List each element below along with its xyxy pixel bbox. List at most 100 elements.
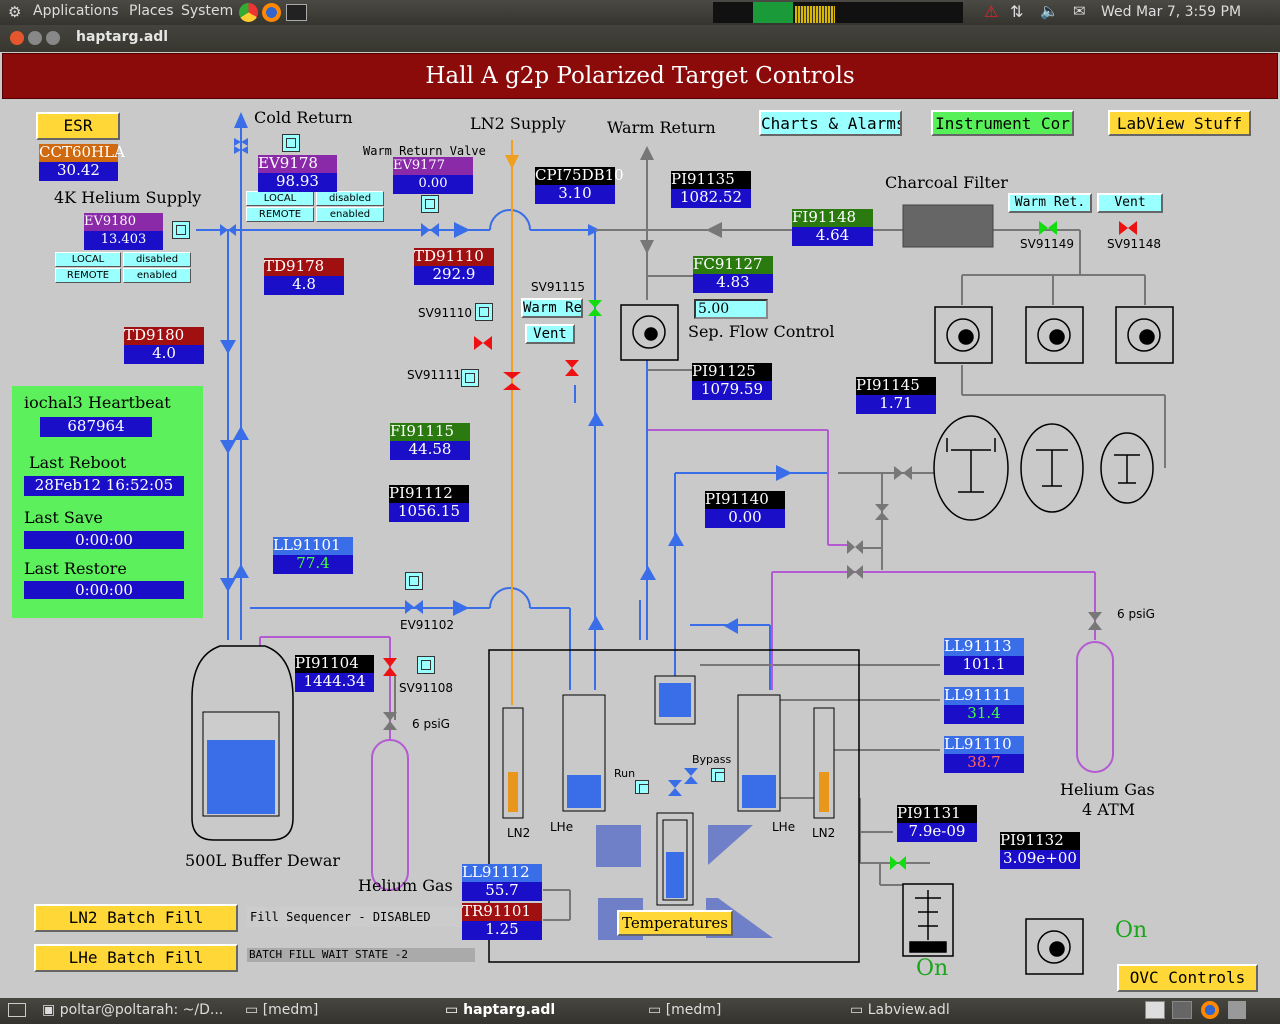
pv-value: 4.0 — [124, 345, 204, 364]
workspace-1-icon[interactable] — [1145, 1001, 1165, 1019]
pv-label: EV9177 — [393, 157, 473, 175]
piping-diagram — [191, 112, 1174, 975]
minimize-icon[interactable] — [28, 31, 42, 45]
vent-button-2[interactable]: Vent — [525, 324, 575, 344]
pv-label: TD9178 — [264, 258, 344, 276]
alert-icon[interactable]: ⚠ — [984, 2, 999, 21]
taskbar-item-medm-2[interactable]: ▭ [medm] — [648, 1002, 722, 1018]
last-reboot-value: 28Feb12 16:52:05 — [24, 476, 184, 496]
related-display-icon[interactable] — [417, 656, 435, 674]
enabled-button-1[interactable]: enabled — [316, 207, 384, 222]
remote-button-2[interactable]: REMOTE — [55, 268, 121, 283]
clock[interactable]: Wed Mar 7, 3:59 PM — [1101, 4, 1242, 20]
esr-button[interactable]: ESR — [36, 112, 120, 140]
taskbar-item-haptarg[interactable]: ▭ haptarg.adl — [445, 1002, 556, 1018]
warm-ret-button[interactable]: Warm Ret. — [1008, 193, 1092, 213]
charts-alarms-button[interactable]: Charts & Alarms — [759, 110, 902, 136]
related-display-icon[interactable] — [475, 303, 493, 321]
pv-value: 4.83 — [693, 274, 773, 293]
taskbar-label: poltar@poltarah: ~/D... — [59, 1002, 224, 1018]
bypass-valve-icon[interactable] — [711, 768, 725, 782]
pv-label: LL91101 — [273, 537, 353, 555]
show-desktop-icon[interactable] — [8, 1003, 26, 1017]
network-icon[interactable]: ⇅ — [1010, 2, 1024, 21]
helium-gas-label: Helium Gas — [358, 876, 453, 895]
sv91115-label: SV91115 — [531, 280, 585, 294]
pv-value: 1056.15 — [389, 503, 469, 522]
volume-icon[interactable]: 🔈 — [1040, 2, 1059, 20]
mail-icon[interactable]: ✉ — [1073, 2, 1086, 20]
ln2-batch-fill-button[interactable]: LN2 Batch Fill — [34, 904, 238, 932]
instrument-control-button[interactable]: Instrument Cor — [931, 110, 1074, 136]
disabled-button-1[interactable]: disabled — [316, 191, 384, 206]
local-button-2[interactable]: LOCAL — [55, 252, 121, 267]
taskbar-label: Labview.adl — [867, 1002, 950, 1018]
pv-label: PI91131 — [897, 805, 977, 823]
taskbar-label: [medm] — [262, 1002, 319, 1018]
pv-value: 1.71 — [856, 395, 936, 414]
taskbar: ▣ poltar@poltarah: ~/D... ▭ [medm] ▭ hap… — [0, 998, 1280, 1024]
menu-system[interactable]: System — [181, 3, 234, 19]
heartbeat-panel: iochal3 Heartbeat 687964 Last Reboot 28F… — [12, 386, 203, 618]
vent-button[interactable]: Vent — [1097, 193, 1163, 213]
pv-value: 1444.34 — [295, 673, 374, 692]
pv-label: TR91101 — [462, 903, 542, 921]
pv-label: EV9178 — [258, 155, 337, 173]
pv-value: 1.25 — [462, 921, 542, 940]
related-display-icon[interactable] — [282, 134, 300, 152]
pv-value: 7.9e-09 — [897, 823, 977, 842]
pv-label: FC91127 — [693, 256, 773, 274]
disabled-button-2[interactable]: disabled — [123, 252, 191, 267]
chrome-icon[interactable] — [239, 3, 258, 22]
menu-places[interactable]: Places — [129, 3, 174, 19]
lhe-batch-fill-button[interactable]: LHe Batch Fill — [34, 944, 238, 972]
temperatures-button[interactable]: Temperatures — [617, 910, 733, 936]
lhe-level-label: LHe — [550, 820, 574, 834]
labview-stuff-button[interactable]: LabView Stuff — [1108, 110, 1251, 136]
warm-return-button-2[interactable]: Warm Re — [521, 298, 583, 318]
header-banner: Hall A g2p Polarized Target Controls — [2, 53, 1278, 99]
ubuntu-logo-icon[interactable]: ⚙ — [8, 3, 22, 21]
sv91149-label: SV91149 — [1020, 237, 1074, 251]
remote-button-1[interactable]: REMOTE — [246, 207, 314, 222]
terminal-icon[interactable] — [286, 4, 307, 21]
helium-gas-4atm-label: Helium Gas — [1060, 780, 1155, 799]
taskbar-item-labview[interactable]: ▭ Labview.adl — [850, 1002, 950, 1018]
workspace-2-icon[interactable] — [1172, 1001, 1192, 1019]
sep-flow-setpoint-input[interactable] — [694, 299, 768, 319]
last-save-value: 0:00:00 — [24, 531, 184, 549]
pv-value: 3.09e+00 — [1000, 850, 1080, 869]
trash-icon[interactable] — [1228, 1001, 1246, 1019]
menu-applications[interactable]: Applications — [33, 3, 119, 19]
sv91148-label: SV91148 — [1107, 237, 1161, 251]
pv-label: FI91115 — [390, 423, 470, 441]
pv-value: 44.58 — [390, 441, 470, 460]
psig-label: 6 psiG — [412, 717, 450, 731]
pv-label: LL91111 — [944, 687, 1024, 705]
enabled-button-2[interactable]: enabled — [123, 268, 191, 283]
related-display-icon[interactable] — [405, 572, 423, 590]
pv-value: 30.42 — [39, 162, 118, 181]
firefox-icon[interactable] — [262, 3, 281, 22]
run-valve-icon[interactable] — [635, 780, 649, 794]
related-display-icon[interactable] — [461, 369, 479, 387]
maximize-icon[interactable] — [46, 31, 60, 45]
window-titlebar: haptarg.adl — [0, 25, 1280, 52]
related-display-icon[interactable] — [172, 221, 190, 239]
pv-value: 0.00 — [393, 175, 473, 194]
taskbar-item-terminal[interactable]: ▣ poltar@poltarah: ~/D... — [42, 1002, 224, 1018]
ovc-controls-button[interactable]: OVC Controls — [1117, 964, 1258, 992]
pv-value: 13.403 — [84, 231, 163, 250]
related-display-icon[interactable] — [421, 195, 439, 213]
close-icon[interactable] — [10, 31, 24, 45]
firefox-icon[interactable] — [1201, 1001, 1219, 1019]
taskbar-item-medm-1[interactable]: ▭ [medm] — [245, 1002, 319, 1018]
local-button-1[interactable]: LOCAL — [246, 191, 314, 206]
taskbar-label: [medm] — [665, 1002, 722, 1018]
